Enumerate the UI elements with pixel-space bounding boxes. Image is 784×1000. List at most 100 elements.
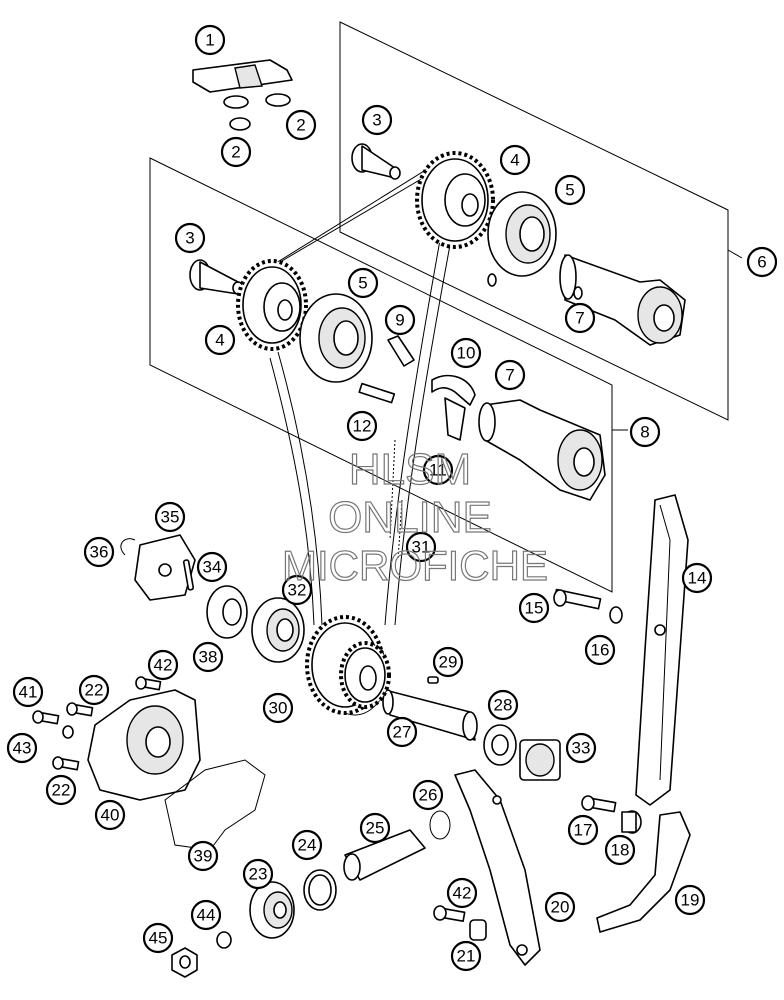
callout-2: 2 xyxy=(220,136,252,168)
watermark-line-3: MICROFICHE xyxy=(282,542,548,589)
callout-22-label: 22 xyxy=(85,681,104,700)
callout-24-label: 24 xyxy=(298,836,317,855)
callout-3: 3 xyxy=(174,222,206,254)
intake-camshaft xyxy=(478,273,606,501)
callout-33: 33 xyxy=(565,732,597,764)
callout-32: 32 xyxy=(281,574,313,606)
callout-40: 40 xyxy=(94,799,126,831)
decompression-pin xyxy=(387,335,415,367)
callout-15: 15 xyxy=(518,592,550,624)
callout-42: 42 xyxy=(147,649,179,681)
callout-39-label: 39 xyxy=(194,847,213,866)
callout-28: 28 xyxy=(487,689,519,721)
callout-3-label: 3 xyxy=(185,229,194,248)
watermark-line-1: HLSM xyxy=(349,445,471,494)
callout-35-label: 35 xyxy=(161,508,180,527)
callout-44-label: 44 xyxy=(197,906,216,925)
needle-bearing xyxy=(519,739,561,781)
circlip xyxy=(120,538,136,556)
tensioner-washer xyxy=(609,606,623,624)
bolts-and-washers xyxy=(32,676,466,978)
guide-rail-bolt xyxy=(581,795,617,813)
callout-39: 39 xyxy=(187,840,219,872)
callout-17-label: 17 xyxy=(574,821,593,840)
callout-4-label: 4 xyxy=(215,331,224,350)
callout-14-label: 14 xyxy=(688,569,707,588)
callout-2: 2 xyxy=(285,109,317,141)
callout-5: 5 xyxy=(347,267,379,299)
callout-22: 22 xyxy=(45,774,77,806)
callout-7: 7 xyxy=(564,302,596,334)
callout-7-label: 7 xyxy=(575,309,584,328)
watermark-line-2: ONLINE xyxy=(328,493,492,542)
callout-26-label: 26 xyxy=(419,786,438,805)
callout-leaders xyxy=(612,249,743,431)
callout-42: 42 xyxy=(446,877,478,909)
water-pump-impeller xyxy=(249,881,295,939)
callout-2-label: 2 xyxy=(296,116,305,135)
callout-8-label: 8 xyxy=(640,423,649,442)
woodruff-key xyxy=(427,676,439,684)
top-guide-rail xyxy=(192,59,293,131)
callout-10-label: 10 xyxy=(457,344,476,363)
callout-6: 6 xyxy=(746,246,778,278)
callout-22: 22 xyxy=(78,674,110,706)
callout-17: 17 xyxy=(567,814,599,846)
o-ring-26 xyxy=(429,810,451,840)
water-pump-gasket xyxy=(164,759,266,851)
intermediate-shaft xyxy=(382,689,478,741)
callout-34-label: 34 xyxy=(203,558,222,577)
callout-12: 12 xyxy=(346,410,378,442)
callout-1: 1 xyxy=(194,24,226,56)
callout-16: 16 xyxy=(584,634,616,666)
callout-24: 24 xyxy=(291,829,323,861)
callout-3-label: 3 xyxy=(372,111,381,130)
decompression-bolt xyxy=(358,382,396,404)
callout-36-label: 36 xyxy=(90,543,109,562)
gear-spacer xyxy=(206,585,248,639)
camshaft-bolt-upper xyxy=(351,143,401,180)
callout-26: 26 xyxy=(412,779,444,811)
callout-40-label: 40 xyxy=(101,806,120,825)
water-pump-cover xyxy=(87,689,201,801)
callout-15-label: 15 xyxy=(525,599,544,618)
callout-14: 14 xyxy=(681,562,713,594)
guide-rail-19 xyxy=(596,811,691,933)
callout-30-label: 30 xyxy=(269,699,288,718)
callout-36: 36 xyxy=(83,536,115,568)
callout-38: 38 xyxy=(192,641,224,673)
gear-bearing xyxy=(251,597,305,663)
callout-7: 7 xyxy=(494,359,526,391)
callout-9: 9 xyxy=(384,304,416,336)
callout-5: 5 xyxy=(554,174,586,206)
decompression-lever xyxy=(431,374,476,441)
shaft-washer xyxy=(483,724,517,766)
callout-27: 27 xyxy=(386,716,418,748)
rail-bushing xyxy=(469,919,487,941)
callout-41: 41 xyxy=(12,676,44,708)
callout-4-label: 4 xyxy=(510,151,519,170)
callout-1-label: 1 xyxy=(205,31,214,50)
exhaust-camshaft-frame xyxy=(339,21,729,421)
callout-29-label: 29 xyxy=(439,653,458,672)
callout-35: 35 xyxy=(154,501,186,533)
callout-4: 4 xyxy=(204,324,236,356)
chain-links xyxy=(389,439,403,561)
intermediate-gear xyxy=(305,615,391,715)
callout-43: 43 xyxy=(6,732,38,764)
callout-11: 11 xyxy=(422,454,454,486)
callout-5-label: 5 xyxy=(565,181,574,200)
callout-23-label: 23 xyxy=(249,865,268,884)
trigger-pin xyxy=(182,559,195,591)
callout-3: 3 xyxy=(361,104,393,136)
callout-23: 23 xyxy=(242,858,274,890)
callout-43-label: 43 xyxy=(13,739,32,758)
callout-2-label: 2 xyxy=(231,143,240,162)
callout-18: 18 xyxy=(604,834,636,866)
guide-rail-bushing xyxy=(621,810,642,834)
chain-tensioning-rail-14 xyxy=(635,494,689,806)
callout-12-label: 12 xyxy=(353,417,372,436)
o-ring-24 xyxy=(303,869,337,911)
callout-22-label: 22 xyxy=(52,781,71,800)
callout-38-label: 38 xyxy=(199,648,218,667)
